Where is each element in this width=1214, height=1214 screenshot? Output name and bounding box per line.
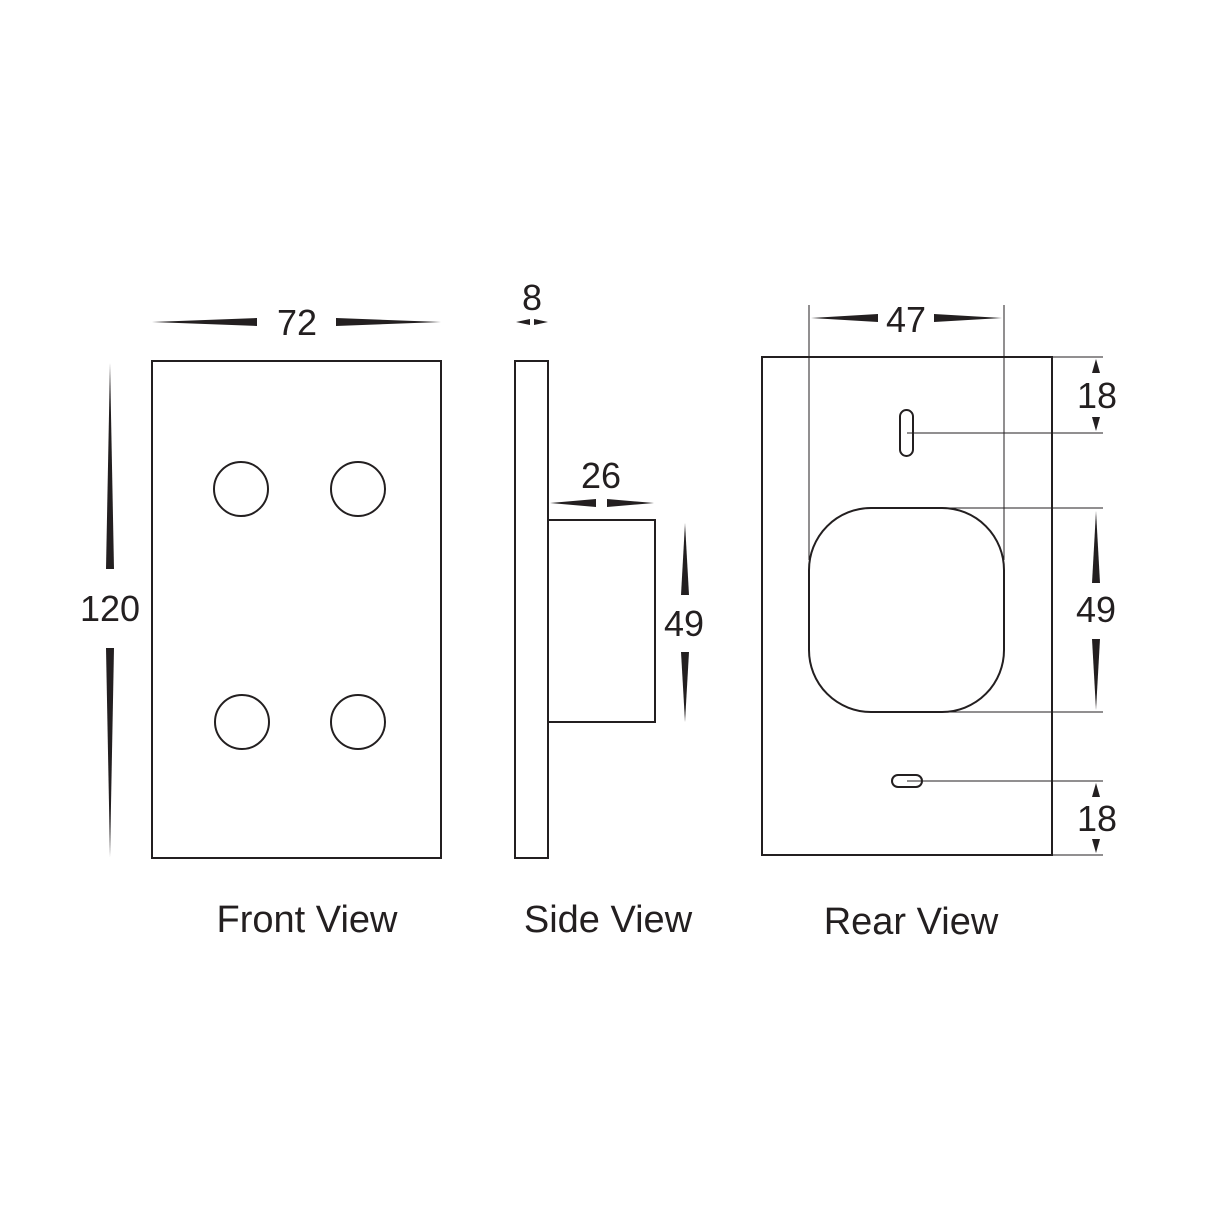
rear-view: 47 18 49 18 Rear View xyxy=(761,299,1117,943)
rear-top-slot-dimension: 18 xyxy=(1077,359,1117,431)
arrow-down-icon xyxy=(681,652,689,722)
arrow-left-icon xyxy=(516,319,530,325)
arrow-down-icon xyxy=(106,648,114,857)
side-plate xyxy=(514,360,549,859)
side-thickness-dimension: 8 xyxy=(516,277,548,325)
arrow-down-icon xyxy=(1092,417,1100,431)
rear-bottom-slot-dimension: 18 xyxy=(1077,783,1117,853)
front-button-top-right xyxy=(330,461,386,517)
rear-view-caption: Rear View xyxy=(824,901,999,943)
arrow-right-icon xyxy=(934,314,1002,322)
arrow-up-icon xyxy=(106,363,114,569)
arrow-right-icon xyxy=(534,319,548,325)
front-height-label: 120 xyxy=(80,588,140,629)
arrow-up-icon xyxy=(1092,511,1100,583)
arrow-up-icon xyxy=(1092,359,1100,373)
front-height-dimension: 120 xyxy=(80,363,140,857)
arrow-left-icon xyxy=(550,499,596,507)
front-plate xyxy=(151,360,442,859)
front-button-bottom-left xyxy=(214,694,270,750)
arrow-right-icon xyxy=(336,318,441,326)
arrow-right-icon xyxy=(607,499,654,507)
rear-bottom-slot-label: 18 xyxy=(1077,798,1117,839)
rear-top-slot-label: 18 xyxy=(1077,375,1117,416)
side-view-caption: Side View xyxy=(524,899,693,941)
rear-body-width-dimension: 47 xyxy=(811,299,1002,340)
arrow-up-icon xyxy=(681,523,689,595)
rear-body xyxy=(808,507,1005,713)
arrow-left-icon xyxy=(152,318,257,326)
arrow-left-icon xyxy=(811,314,878,322)
side-body-height-dimension: 49 xyxy=(664,523,704,722)
rear-body-height-dimension: 49 xyxy=(1076,511,1116,710)
arrow-up-icon xyxy=(1092,783,1100,797)
front-button-top-left xyxy=(213,461,269,517)
front-view: 72 120 Front View xyxy=(80,302,442,941)
side-thickness-label: 8 xyxy=(522,277,542,318)
side-depth-label: 26 xyxy=(581,455,621,496)
rear-body-width-label: 47 xyxy=(886,299,926,340)
arrow-down-icon xyxy=(1092,639,1100,710)
side-body xyxy=(547,519,656,723)
front-width-label: 72 xyxy=(277,302,317,343)
rear-plate xyxy=(761,356,1053,856)
front-button-bottom-right xyxy=(330,694,386,750)
side-depth-dimension: 26 xyxy=(550,455,654,507)
side-view: 8 26 49 Side View xyxy=(514,277,704,941)
front-view-caption: Front View xyxy=(217,899,398,941)
rear-body-height-label: 49 xyxy=(1076,589,1116,630)
front-width-dimension: 72 xyxy=(152,302,441,343)
arrow-down-icon xyxy=(1092,839,1100,853)
side-body-height-label: 49 xyxy=(664,603,704,644)
